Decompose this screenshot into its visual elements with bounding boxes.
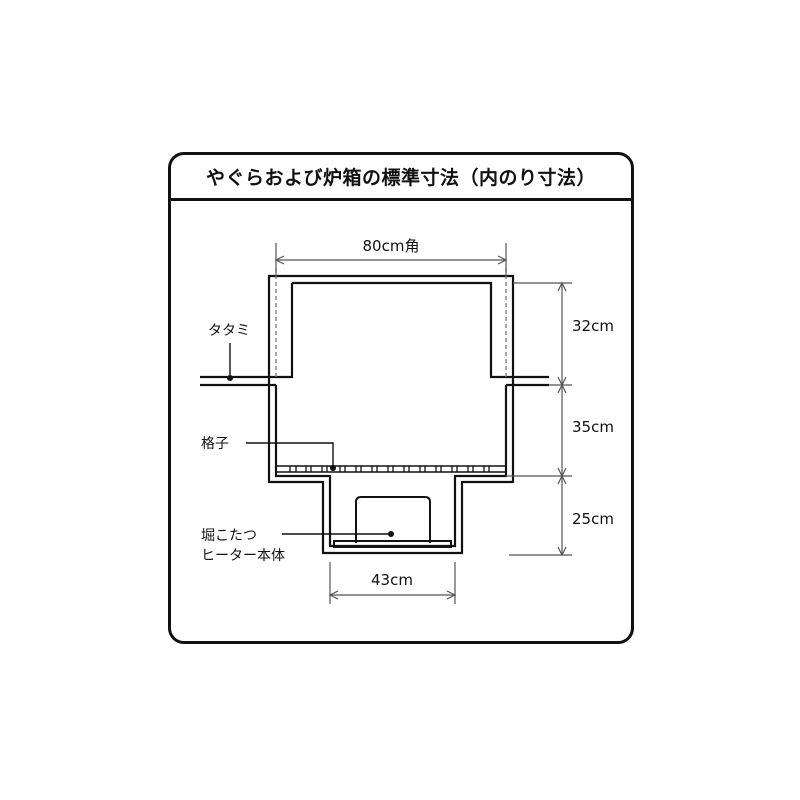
leader-dots [227,375,394,537]
label-heater-line1: 堀こたつ [201,528,257,544]
label-lattice: 格子 [201,436,229,452]
label-heater-line2: ヒーター本体 [201,548,285,564]
diagram-title: やぐらおよび炉箱の標準寸法（内のり寸法） [205,167,596,189]
leader-lines [229,343,390,535]
wall-centerlines [275,268,507,377]
box-outline [200,274,549,555]
dim-height-box: 35cm [572,418,614,436]
title-bar: やぐらおよび炉箱の標準寸法（内のり寸法） [171,155,631,201]
dimension-lines [274,243,572,604]
label-tatami: タタミ [208,323,250,339]
dim-height-pit: 25cm [572,510,614,528]
heater-unit [333,496,452,548]
diagram-frame: やぐらおよび炉箱の標準寸法（内のり寸法） [168,152,634,644]
dim-top-width: 80cm角 [363,237,420,255]
dim-height-yagura: 32cm [572,317,614,335]
dim-bottom-width: 43cm [371,571,413,589]
lattice [276,465,506,473]
